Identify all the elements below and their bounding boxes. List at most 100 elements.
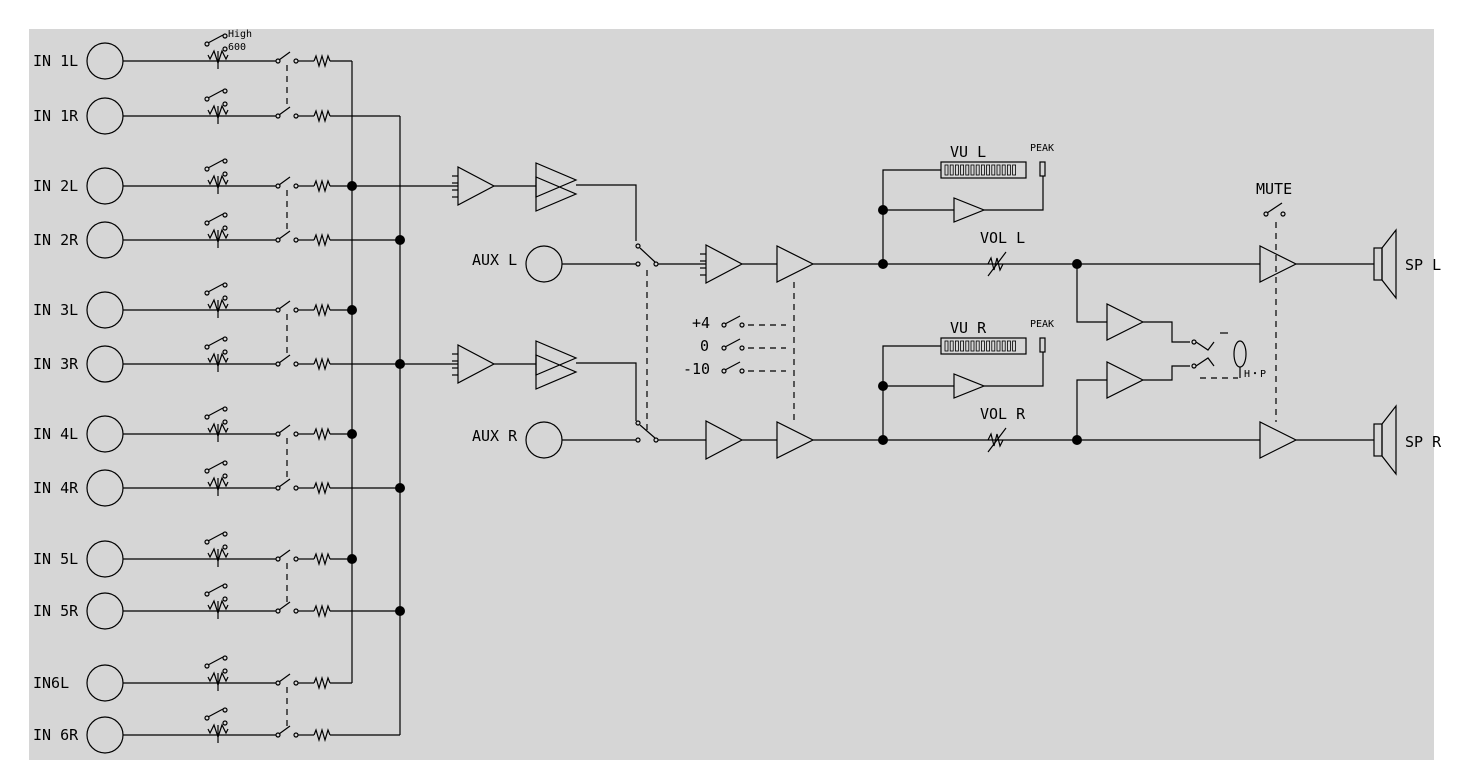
level-switch [724,338,741,348]
mix-resistor [313,551,331,567]
vu-segment [955,164,959,176]
vu-segment [1007,164,1011,176]
summing-amp-right [452,344,496,384]
vu-segment [991,340,996,352]
vu-segment [944,164,949,176]
input-select-switch [278,424,291,434]
input-row: IN 3L [33,282,357,356]
vu-segment [1012,340,1016,352]
input-label: IN 1R [33,107,79,125]
impedance-switch [207,584,224,594]
aux-left-switch [639,247,656,263]
vu-segment [1001,340,1006,352]
impedance-switch [207,532,224,542]
vu-segment [965,340,970,352]
vu-segment [944,340,949,352]
input-row: IN 5L [33,531,357,603]
mix-resistor [313,356,331,372]
vu-segment [970,164,975,176]
mix-resistor [313,232,331,248]
impedance-switch [207,656,224,666]
input-select-switch [278,673,291,683]
headphone-amp-right [1106,361,1145,399]
input-label: IN 2L [33,177,78,195]
mix-resistor [313,603,331,619]
power-amp-left [1259,245,1298,283]
vu-segment [975,164,980,176]
level-switch [724,361,741,371]
input-channel-rows: IN 1L IN 1R IN 2L IN 2R IN 3L IN 3R IN 4L IN 4R… [33,33,405,754]
level-amp-right [776,421,815,459]
vu-segment [1007,340,1011,352]
vu-segment [986,340,990,352]
level-label: +4 [692,314,710,332]
aux-left-label: AUX L [472,251,517,269]
input-label: IN 5R [33,602,79,620]
mix-resistor [313,426,331,442]
speaker-left-label: SP L [1405,256,1441,274]
line-amp-left [700,244,744,284]
mix-resistor [313,675,331,691]
mix-resistor [313,53,331,69]
input-label: IN 5L [33,550,78,568]
mix-resistor [313,480,331,496]
vu-segment [996,340,1001,352]
input-select-switch [278,106,291,116]
vu-segment [986,164,990,176]
input-label: IN 1L [33,52,78,70]
input-label: IN 4L [33,425,78,443]
input-row: IN 3R [33,336,405,383]
level-amp-left [776,245,815,283]
level-label: 0 [700,337,709,355]
input-select-switch [278,230,291,240]
mix-resistor [313,108,331,124]
input-label: IN 6R [33,726,79,744]
mix-resistor [313,302,331,318]
input-select-switch [278,51,291,61]
impedance-switch [207,159,224,169]
input-label: IN 3L [33,301,78,319]
input-select-switch [278,176,291,186]
level-switch [724,315,741,325]
speaker-right-icon [1373,404,1397,476]
peak-left-label: PEAK [1030,143,1054,154]
input-label: IN6L [33,674,69,692]
input-row: IN 1R [33,88,400,135]
vu-segment [981,164,985,176]
impedance-switch [207,708,224,718]
volume-right-knob [987,427,1007,453]
volume-left-label: VOL L [980,229,1025,247]
aux-right-switch [639,424,656,439]
input-row: IN 1L [33,33,352,108]
mix-resistor [313,727,331,743]
vu-segment [960,340,964,352]
headphone-label: H・P [1244,369,1266,380]
power-amp-right [1259,421,1298,459]
line-amp-right [705,420,744,460]
impedance-switch [207,213,224,223]
input-row: IN 4L [33,406,357,480]
peak-right-label: PEAK [1030,319,1054,330]
level-label: -10 [683,360,710,378]
input-label: IN 3R [33,355,79,373]
vu-segment [970,340,975,352]
gain-amp-left [535,162,578,212]
vu-segment [991,164,996,176]
mute-label: MUTE [1256,180,1292,198]
input-row: IN 2R [33,212,405,259]
mix-resistor [313,178,331,194]
impedance-low-label: 600 [228,42,246,53]
input-row: IN6L [33,655,352,727]
vu-segment [949,164,954,176]
input-row: IN 2L [33,158,357,232]
gain-amp-right [535,340,578,390]
input-row: IN 4R [33,460,405,507]
impedance-switch [207,337,224,347]
impedance-switch [207,461,224,471]
vu-segment [1001,164,1006,176]
vu-segment [996,164,1001,176]
impedance-switch [207,34,224,44]
level-selector: +4 0 -10 [683,314,786,378]
